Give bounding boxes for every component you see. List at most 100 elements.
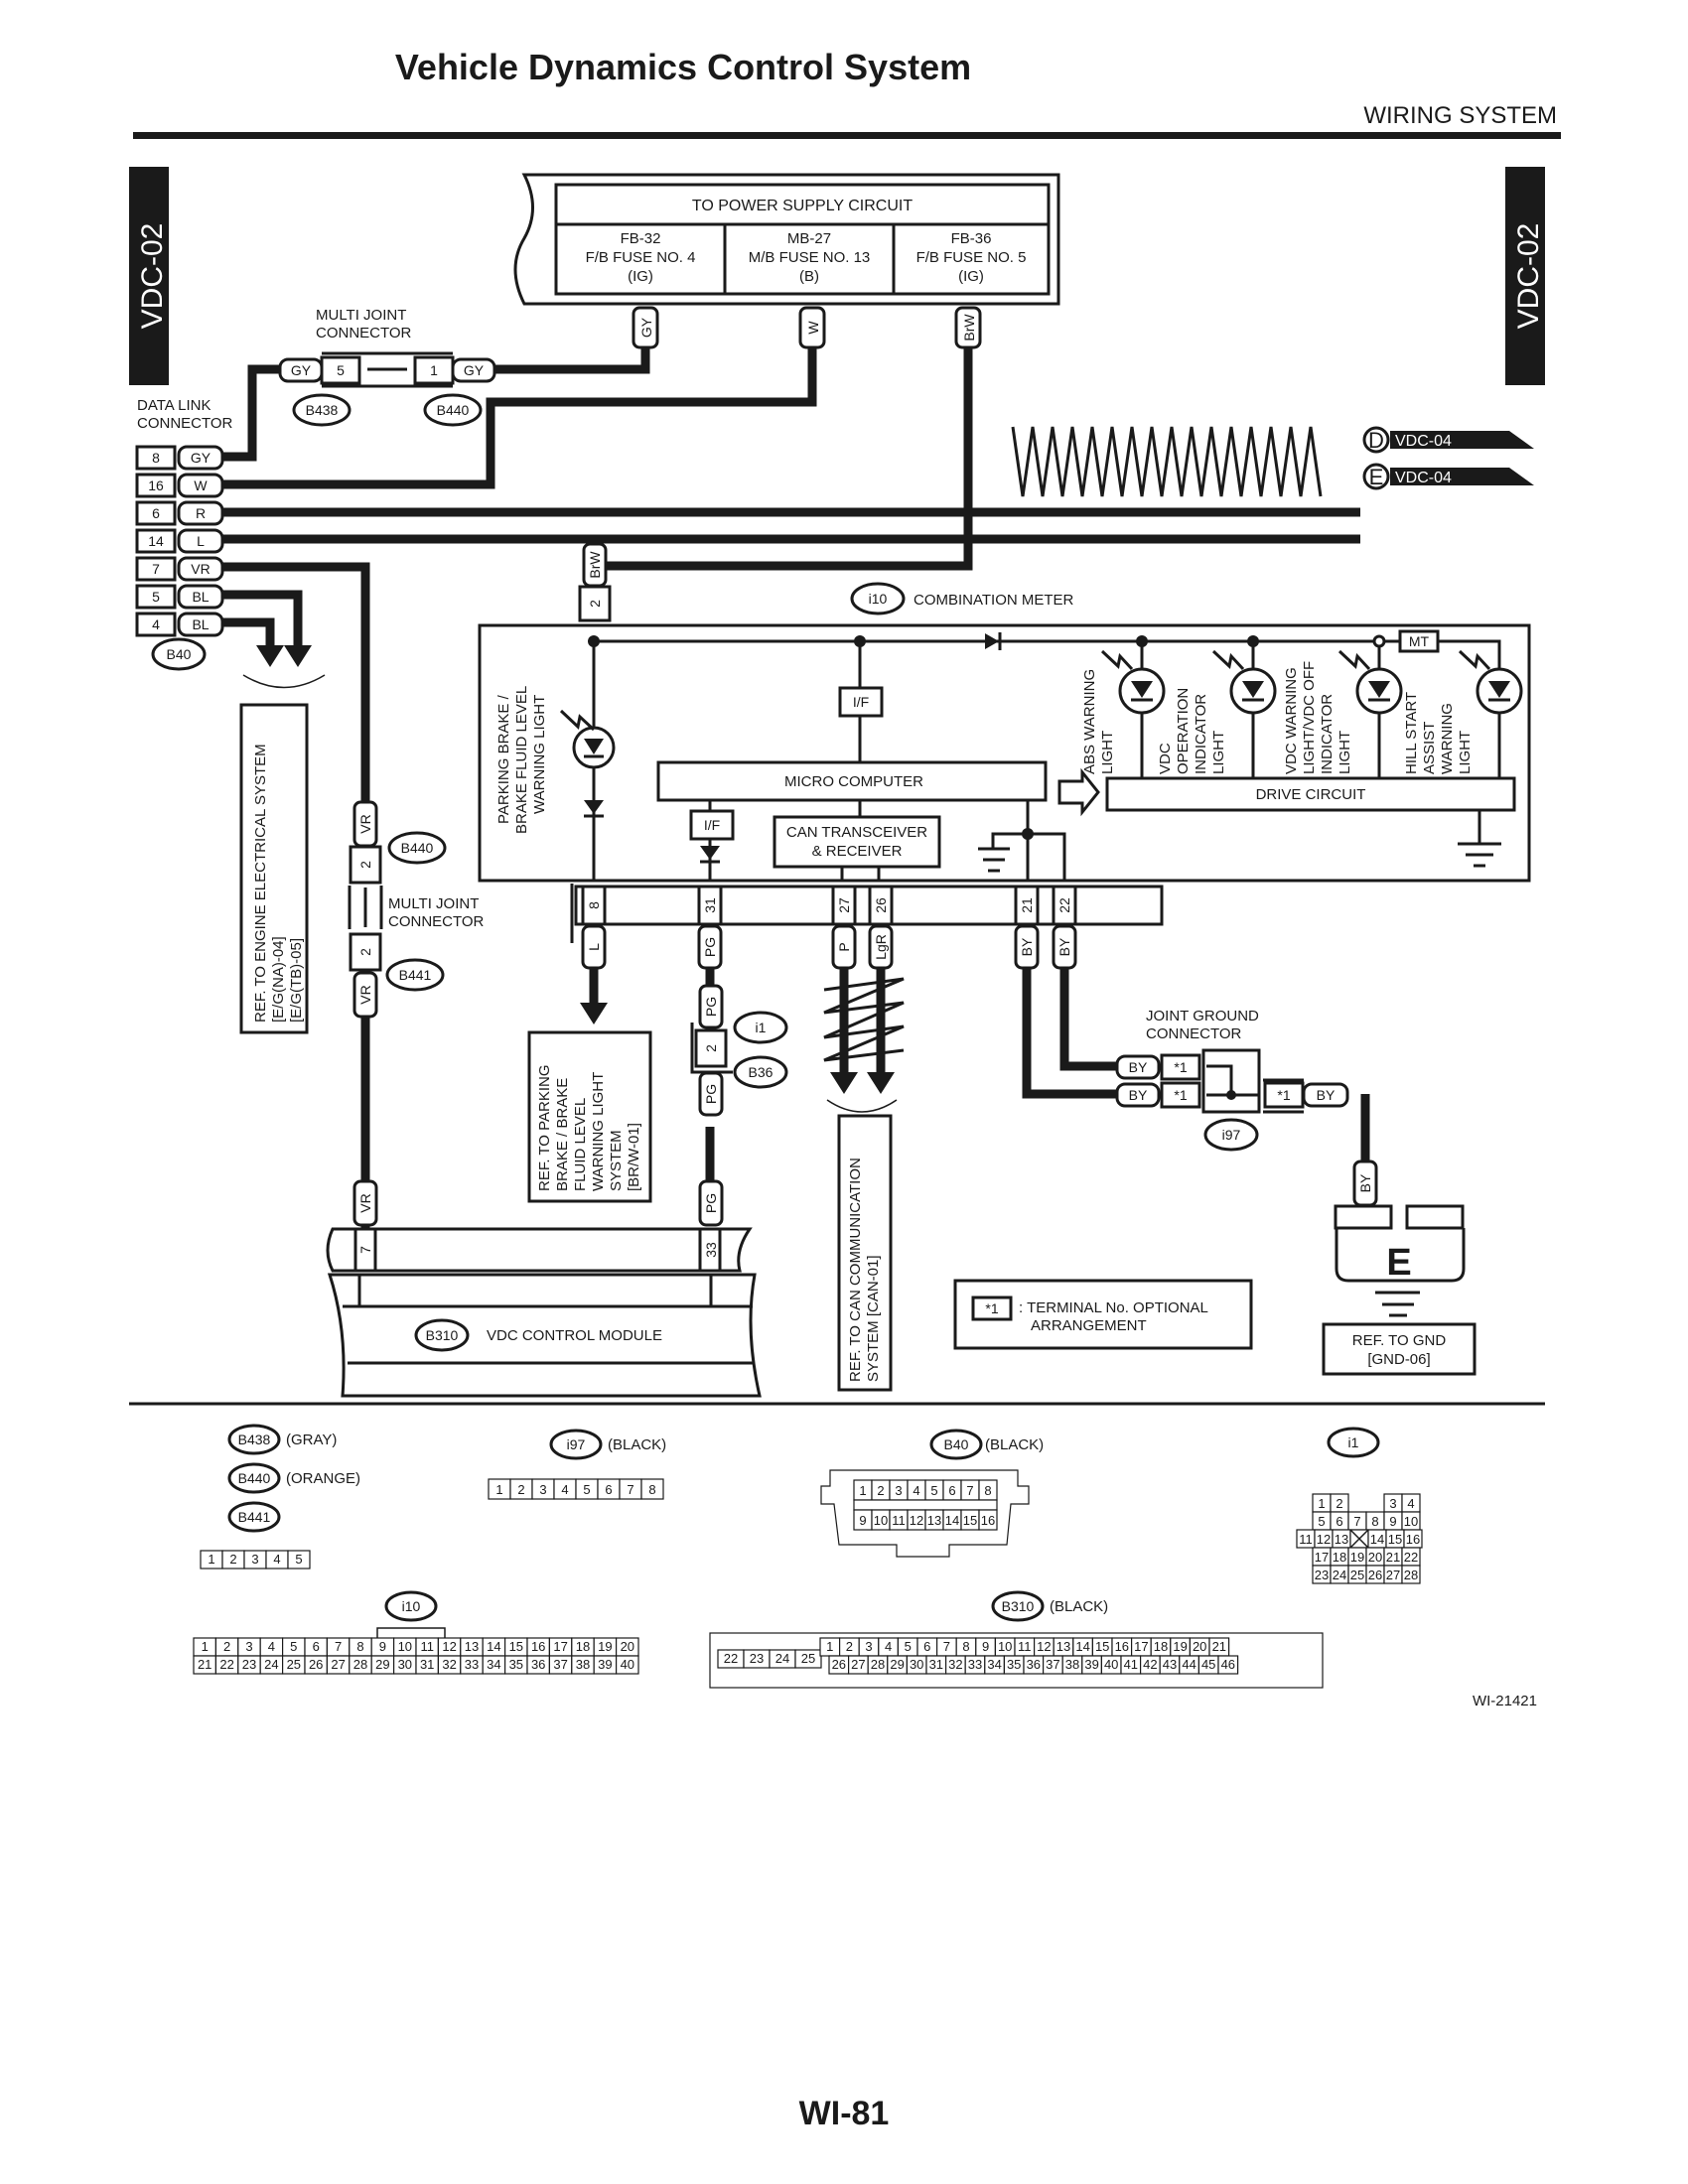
svg-text:18: 18 xyxy=(1333,1550,1346,1565)
svg-text:40: 40 xyxy=(1104,1657,1118,1672)
svg-text:10: 10 xyxy=(874,1513,888,1528)
svg-text:26: 26 xyxy=(1368,1568,1382,1582)
svg-text:WARNING: WARNING xyxy=(1439,703,1456,774)
svg-text:CAN TRANSCEIVER: CAN TRANSCEIVER xyxy=(786,824,927,841)
meter-terminal: 8L xyxy=(581,885,607,970)
svg-text:26: 26 xyxy=(873,897,889,913)
svg-text:6: 6 xyxy=(313,1639,320,1654)
svg-text:25: 25 xyxy=(287,1657,301,1672)
svg-text:26: 26 xyxy=(309,1657,323,1672)
svg-text:34: 34 xyxy=(487,1657,500,1672)
arrow-to-engine-ref xyxy=(242,645,326,689)
twisted-pair-symbol xyxy=(1011,426,1323,497)
svg-text:29: 29 xyxy=(890,1657,904,1672)
svg-text:43: 43 xyxy=(1163,1657,1177,1672)
svg-text:32: 32 xyxy=(948,1657,962,1672)
power-supply-block: TO POWER SUPPLY CIRCUIT FB-32 F/B FUSE N… xyxy=(513,173,1060,306)
svg-text:L: L xyxy=(586,943,602,951)
svg-text:GY: GY xyxy=(191,450,211,466)
svg-text:VDC-04: VDC-04 xyxy=(1395,433,1452,450)
page-title: Vehicle Dynamics Control System xyxy=(395,47,971,87)
svg-text:W: W xyxy=(194,478,208,493)
svg-text:7: 7 xyxy=(966,1483,973,1498)
svg-text:VDC CONTROL MODULE: VDC CONTROL MODULE xyxy=(487,1327,662,1344)
svg-text:14: 14 xyxy=(945,1513,959,1528)
offpage-connector-e[interactable]: E VDC-04 xyxy=(1362,463,1534,490)
svg-text:12: 12 xyxy=(1317,1532,1331,1547)
svg-text:28: 28 xyxy=(353,1657,367,1672)
svg-text:BrW: BrW xyxy=(961,314,977,341)
svg-text:GY: GY xyxy=(464,362,485,378)
offpage-connector-d[interactable]: D VDC-04 xyxy=(1362,426,1534,454)
svg-text:21: 21 xyxy=(1212,1639,1226,1654)
dlc-pin-row: 16 W xyxy=(135,473,224,498)
svg-text:LgR: LgR xyxy=(873,934,889,960)
svg-text:LIGHT: LIGHT xyxy=(1099,731,1116,774)
svg-text:[GND-06]: [GND-06] xyxy=(1367,1351,1430,1368)
svg-text:3: 3 xyxy=(245,1639,252,1654)
svg-text:CONNECTOR: CONNECTOR xyxy=(137,415,233,432)
svg-text:26: 26 xyxy=(832,1657,846,1672)
meter-terminal: 27P xyxy=(831,885,857,970)
svg-text:39: 39 xyxy=(598,1657,612,1672)
svg-text:24: 24 xyxy=(1333,1568,1346,1582)
svg-text:29: 29 xyxy=(375,1657,389,1672)
svg-text:8: 8 xyxy=(648,1482,655,1497)
svg-text:BY: BY xyxy=(1056,937,1072,956)
svg-text:21: 21 xyxy=(1386,1550,1400,1565)
svg-text:31: 31 xyxy=(420,1657,434,1672)
svg-text:BL: BL xyxy=(192,589,209,605)
svg-text:17: 17 xyxy=(1315,1550,1329,1565)
svg-text:& RECEIVER: & RECEIVER xyxy=(812,843,903,860)
svg-text:CONNECTOR: CONNECTOR xyxy=(1146,1025,1242,1042)
svg-text:13: 13 xyxy=(927,1513,941,1528)
svg-text:INDICATOR: INDICATOR xyxy=(1193,694,1209,774)
svg-text:CONNECTOR: CONNECTOR xyxy=(316,325,412,341)
connector-badge: B440 xyxy=(227,1462,281,1494)
ref-can-communication: REF. TO CAN COMMUNICATION SYSTEM [CAN-01… xyxy=(826,1072,898,1392)
svg-text:ASSIST: ASSIST xyxy=(1421,722,1438,774)
svg-text:SYSTEM [CAN-01]: SYSTEM [CAN-01] xyxy=(865,1255,882,1382)
multi-joint-connector-mid: VR 2 2 VR B440 B441 MULTI JOINT CONNECTO… xyxy=(348,800,485,1227)
svg-text:L: L xyxy=(197,533,205,549)
svg-text:4: 4 xyxy=(1407,1496,1414,1511)
svg-text:1: 1 xyxy=(202,1639,209,1654)
svg-text:ABS WARNING: ABS WARNING xyxy=(1081,669,1098,774)
svg-text:3: 3 xyxy=(865,1639,872,1654)
svg-text:E: E xyxy=(1369,465,1384,489)
svg-text:4: 4 xyxy=(152,616,160,632)
side-tab-right: VDC-02 xyxy=(1505,167,1545,385)
svg-text:33: 33 xyxy=(968,1657,982,1672)
svg-text:B40: B40 xyxy=(944,1436,969,1452)
svg-text:21: 21 xyxy=(1019,897,1035,913)
svg-text:10: 10 xyxy=(998,1639,1012,1654)
svg-text:B440: B440 xyxy=(437,402,470,418)
svg-text:17: 17 xyxy=(553,1639,567,1654)
svg-text:BY: BY xyxy=(1129,1087,1148,1103)
svg-text:MT: MT xyxy=(1409,633,1430,649)
svg-text:CONNECTOR: CONNECTOR xyxy=(388,913,485,930)
svg-text:PG: PG xyxy=(703,997,719,1017)
svg-text:B440: B440 xyxy=(238,1470,271,1486)
svg-text:LIGHT: LIGHT xyxy=(1457,731,1474,774)
svg-text:P: P xyxy=(836,942,852,951)
svg-text:31: 31 xyxy=(702,897,718,913)
svg-text:5: 5 xyxy=(290,1639,297,1654)
svg-text:3: 3 xyxy=(1389,1496,1396,1511)
svg-text:37: 37 xyxy=(553,1657,567,1672)
svg-text:11: 11 xyxy=(892,1513,906,1528)
svg-text:35: 35 xyxy=(1007,1657,1021,1672)
svg-text:14: 14 xyxy=(1370,1532,1384,1547)
svg-text:16: 16 xyxy=(148,478,164,493)
svg-text:40: 40 xyxy=(621,1657,634,1672)
svg-text:MULTI JOINT: MULTI JOINT xyxy=(388,895,479,912)
svg-text:2: 2 xyxy=(357,948,373,956)
svg-text:33: 33 xyxy=(703,1242,719,1258)
svg-text:8: 8 xyxy=(152,450,160,466)
svg-text:25: 25 xyxy=(801,1651,815,1666)
svg-text:10: 10 xyxy=(398,1639,412,1654)
